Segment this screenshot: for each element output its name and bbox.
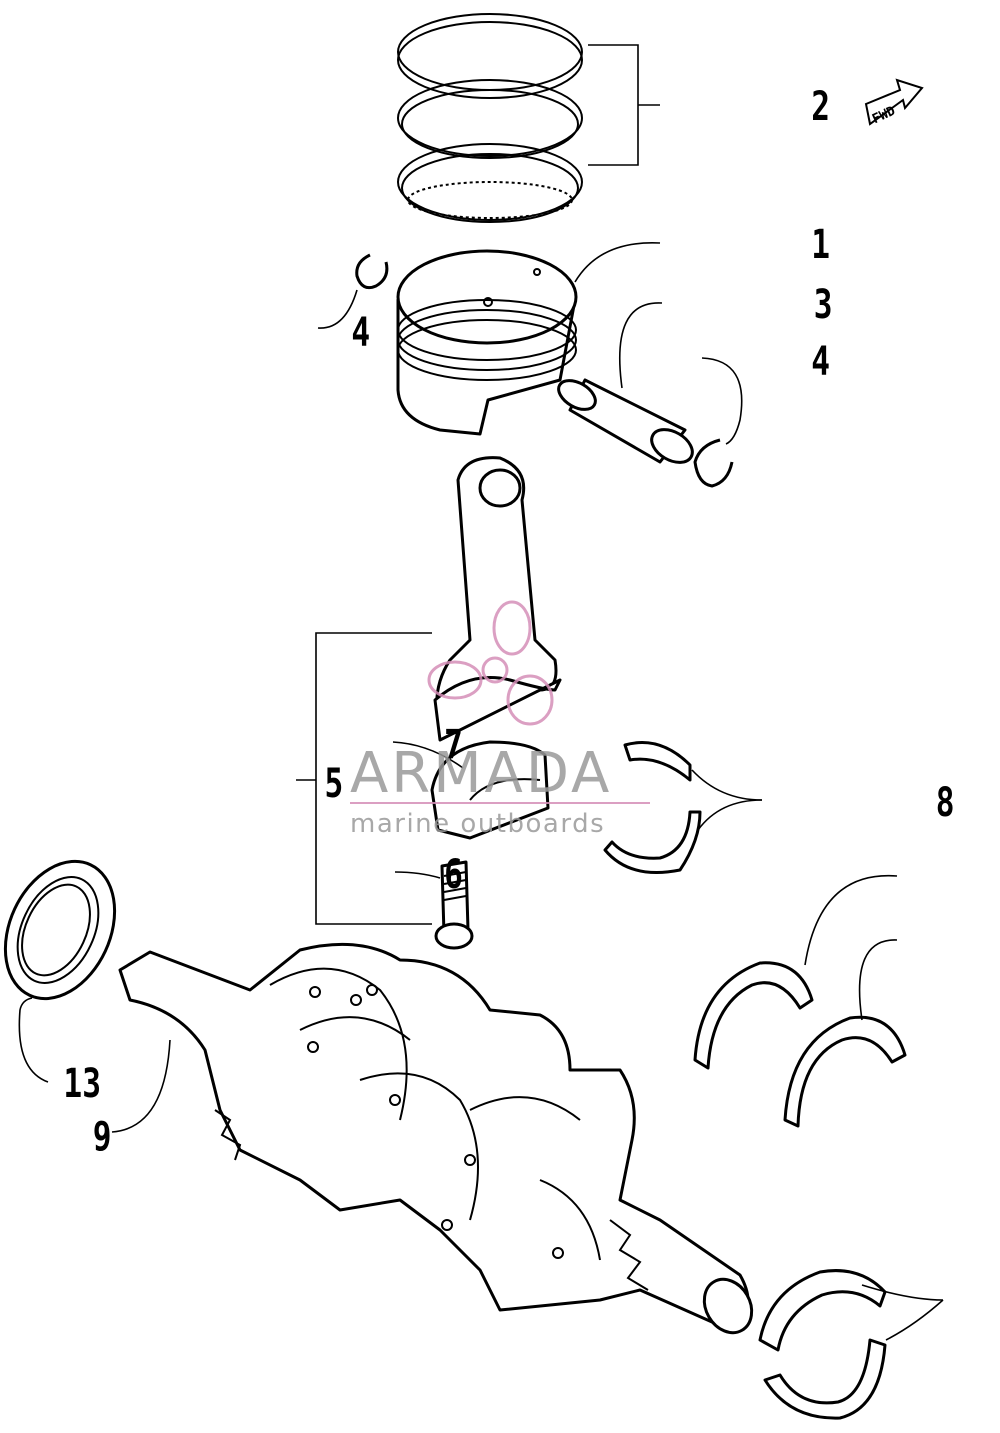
watermark-brand: ARMADA: [350, 741, 612, 806]
connecting-rod: [433, 456, 562, 742]
piston: [396, 249, 578, 436]
watermark: ARMADA marine outboards: [350, 600, 650, 839]
rod-bearings: [603, 741, 702, 874]
watermark-tagline: marine outboards: [350, 809, 605, 839]
callout-labels: 1 2 3 4 4 5 6 7 8 9 10 11 12 13: [63, 84, 955, 1160]
callout-4-left: 4: [351, 310, 370, 356]
callout-9: 9: [93, 1114, 112, 1160]
rod-bolt: [434, 860, 474, 950]
callout-5: 5: [325, 761, 344, 807]
thrust-washer-10: [783, 1015, 907, 1128]
piston-pin: [557, 378, 694, 464]
piston-rings: [397, 13, 583, 223]
callout-8: 8: [936, 780, 955, 826]
oil-seal: [3, 859, 117, 1001]
crankshaft: [118, 942, 754, 1335]
callout-2: 2: [811, 84, 830, 130]
circlip-left: [355, 253, 389, 290]
callout-4-right: 4: [811, 339, 830, 385]
main-bearings: [758, 1269, 887, 1420]
circlip-right: [693, 438, 734, 488]
callout-7: 7: [444, 722, 463, 768]
callout-13: 13: [63, 1061, 101, 1107]
leader-lines: [18, 44, 944, 1341]
callout-1: 1: [811, 222, 830, 268]
watermark-logo-icon: [427, 600, 554, 726]
callout-6: 6: [444, 852, 463, 898]
callout-3: 3: [814, 282, 833, 328]
fwd-arrow-icon: FWD: [864, 78, 924, 127]
thrust-washer-11: [693, 961, 814, 1070]
